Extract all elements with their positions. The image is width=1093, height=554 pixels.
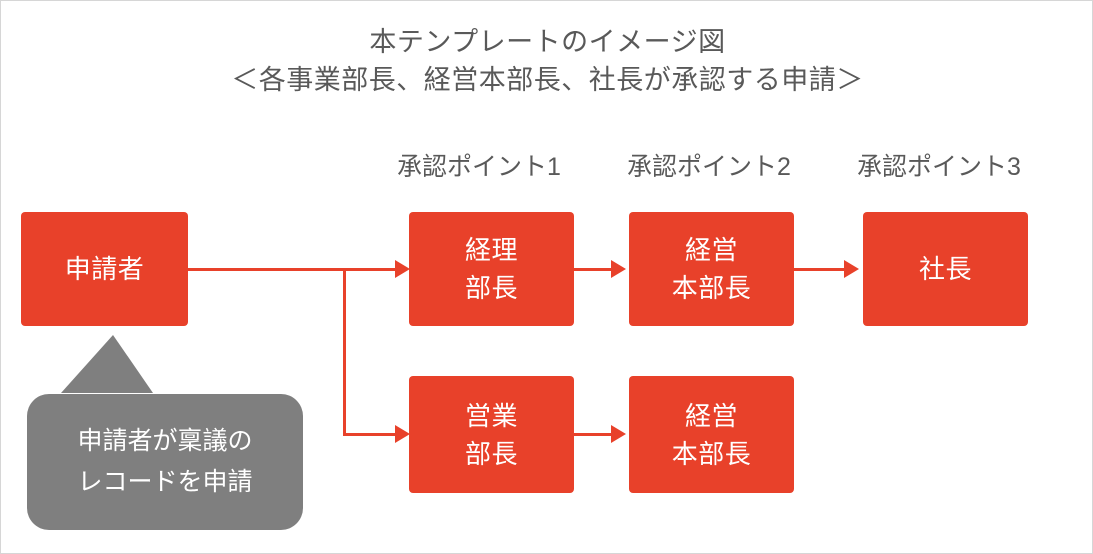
node-hq-director-bottom-line-2: 本部長 <box>671 438 752 469</box>
connector-branch-vertical <box>343 268 346 436</box>
node-sales-manager[interactable]: 営業 部長 <box>409 376 574 493</box>
node-accounting-manager-line-1: 経理 <box>464 235 518 265</box>
callout-applicant-note: 申請者が稟議の レコードを申請 <box>27 394 303 530</box>
arrowhead-to-accounting-manager <box>395 260 410 278</box>
node-hq-director-bottom-line-1: 経営 <box>684 400 738 431</box>
node-hq-director-top-line-2: 本部長 <box>671 273 752 303</box>
node-sales-manager-line-1: 営業 <box>464 400 518 431</box>
node-president[interactable]: 社長 <box>863 212 1028 326</box>
node-applicant[interactable]: 申請者 <box>21 212 188 326</box>
node-applicant-label: 申請者 <box>64 254 145 284</box>
arrowhead-accounting-to-hq <box>611 260 626 278</box>
callout-line-1: 申請者が稟議の <box>77 427 253 455</box>
callout-line-2: レコードを申請 <box>77 468 253 496</box>
node-hq-director-top[interactable]: 経営 本部長 <box>629 212 794 326</box>
node-accounting-manager[interactable]: 経理 部長 <box>409 212 574 326</box>
node-sales-manager-line-2: 部長 <box>464 438 518 469</box>
node-hq-director-bottom[interactable]: 経営 本部長 <box>629 376 794 493</box>
callout-tail-icon <box>61 335 153 393</box>
arrowhead-to-sales-manager <box>395 425 410 443</box>
connector-accounting-to-hq <box>574 268 614 271</box>
node-president-line-1: 社長 <box>918 254 972 284</box>
connector-to-sales-manager <box>343 433 399 436</box>
title-line-1: 本テンプレートのイメージ図 <box>369 27 726 57</box>
connector-hq-to-president <box>794 268 847 271</box>
node-accounting-manager-line-2: 部長 <box>464 273 518 303</box>
approval-point-label-3: 承認ポイント3 <box>857 153 1021 181</box>
arrowhead-sales-to-hq <box>611 425 626 443</box>
title-line-2: ＜各事業部長、経営本部長、社長が承認する申請＞ <box>231 65 864 95</box>
approval-point-label-2: 承認ポイント2 <box>627 153 791 181</box>
connector-sales-to-hq <box>574 433 614 436</box>
connector-to-accounting-manager <box>343 268 399 271</box>
diagram-title: 本テンプレートのイメージ図 ＜各事業部長、経営本部長、社長が承認する申請＞ <box>1 23 1092 99</box>
arrowhead-hq-to-president <box>844 260 859 278</box>
connector-applicant-trunk <box>188 268 346 271</box>
approval-point-label-1: 承認ポイント1 <box>397 153 561 181</box>
node-hq-director-top-line-1: 経営 <box>684 235 738 265</box>
